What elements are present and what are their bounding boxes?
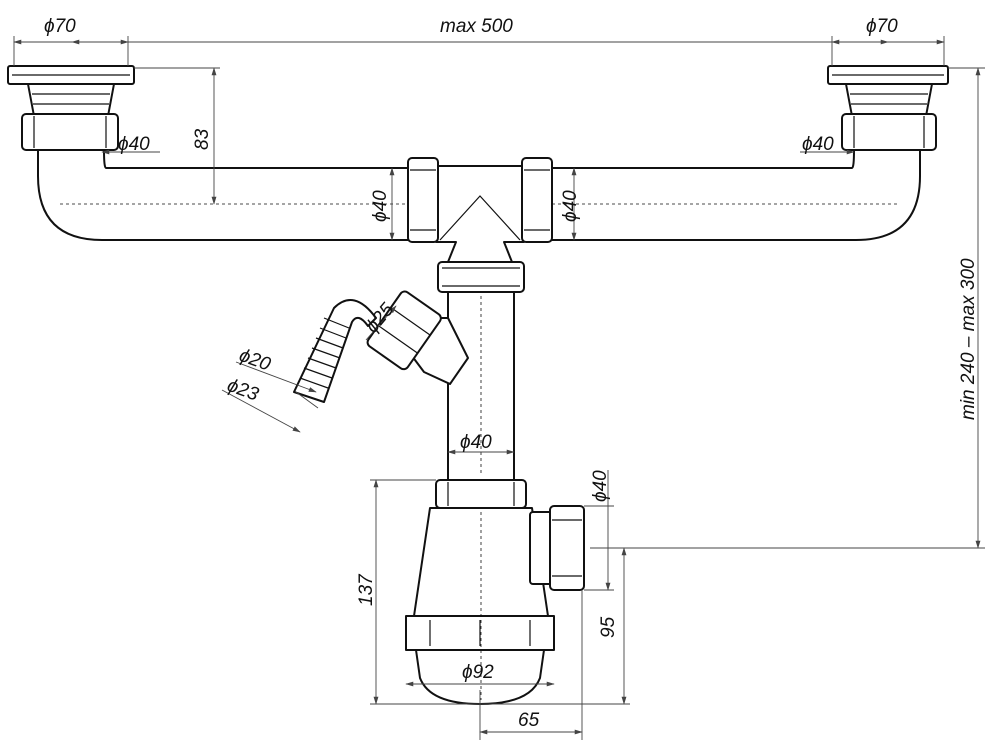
side-branch-nipple <box>366 290 469 385</box>
label-tee-left-diameter: ϕ40 <box>370 190 391 222</box>
label-drain-left-diameter: ϕ70 <box>44 16 76 37</box>
label-drain-right-diameter: ϕ70 <box>866 16 898 37</box>
label-trap-bowl-diameter: ϕ92 <box>462 662 494 683</box>
right-horizontal-pipe <box>549 149 921 241</box>
label-left-outlet-diameter: ϕ40 <box>118 134 150 155</box>
label-height-range: min 240 – max 300 <box>958 258 979 420</box>
label-drain-height: 83 <box>192 128 213 150</box>
label-overall-width: max 500 <box>440 16 513 37</box>
label-hose-inner-diameter: ϕ20 <box>236 345 273 376</box>
label-outlet-height: 95 <box>598 616 619 638</box>
label-vertical-pipe-diameter: ϕ40 <box>460 432 492 453</box>
dimension-lines <box>13 36 985 740</box>
left-drain-strainer <box>7 65 135 151</box>
label-hose-outer-diameter: ϕ23 <box>224 375 261 406</box>
dimension-labels: ϕ70 max 500 ϕ70 83 ϕ40 ϕ40 ϕ40 ϕ40 ϕ25 ϕ… <box>44 16 979 731</box>
flexible-hose <box>293 299 377 403</box>
label-right-outlet-diameter: ϕ40 <box>802 134 834 155</box>
label-tee-right-diameter: ϕ40 <box>560 190 581 222</box>
label-outlet-offset: 65 <box>518 710 540 731</box>
tee-fitting <box>407 157 553 293</box>
bottle-trap <box>405 479 585 705</box>
label-trap-outlet-diameter: ϕ40 <box>590 470 611 502</box>
label-trap-height: 137 <box>356 573 377 606</box>
left-horizontal-pipe <box>37 149 411 241</box>
right-drain-strainer <box>827 65 949 151</box>
vertical-pipe <box>447 291 515 481</box>
